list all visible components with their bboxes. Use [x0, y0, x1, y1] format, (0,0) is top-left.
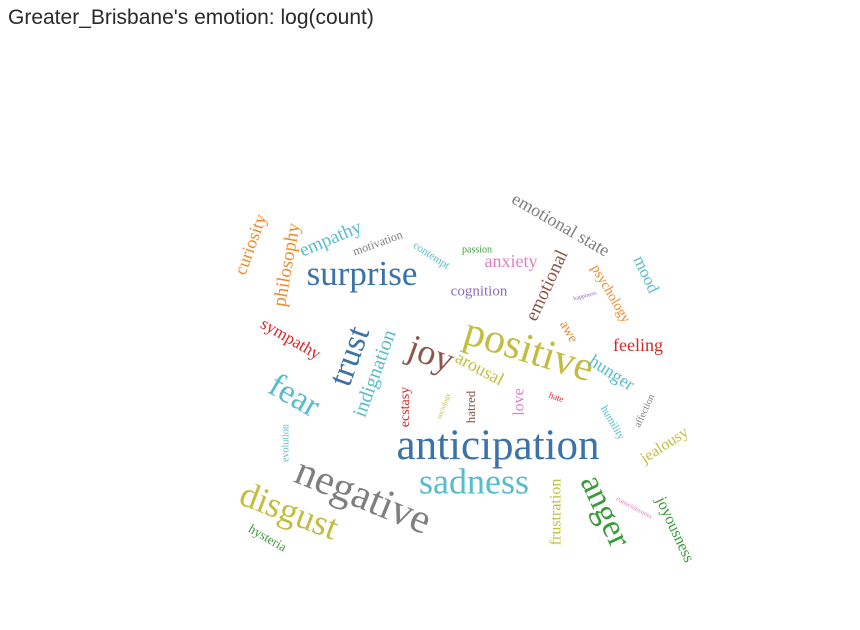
word-anxiety: anxiety	[485, 251, 538, 271]
word-surprise: surprise	[307, 254, 418, 293]
word-ecstasy: ecstasy	[398, 387, 413, 427]
word-humility: humility	[598, 404, 627, 443]
word-hate: hate	[548, 390, 566, 405]
word-sympathy: sympathy	[257, 314, 324, 364]
word-love: love	[511, 388, 528, 416]
word-affection: affection	[632, 393, 657, 430]
word-happiness: happiness	[573, 290, 598, 302]
word-frustration: frustration	[548, 479, 565, 546]
word-emotional-state: emotional state	[509, 188, 614, 260]
word-passion: passion	[462, 244, 492, 255]
word-sadness: sadness	[419, 461, 529, 501]
word-mood: mood	[630, 253, 664, 297]
word-anger: anger	[573, 469, 639, 554]
word-curiosity: curiosity	[230, 211, 270, 277]
word-sociology: sociology	[435, 391, 452, 420]
chart-title: Greater_Brisbane's emotion: log(count)	[8, 6, 374, 29]
word-joyousness: joyousness	[652, 493, 698, 565]
word-hatred: hatred	[463, 390, 478, 423]
word-joy: joy	[401, 326, 460, 380]
word-cognition: cognition	[451, 283, 508, 299]
word-evolution: evolution	[280, 424, 291, 462]
word-fear: fear	[262, 366, 327, 425]
word-feeling: feeling	[613, 335, 663, 355]
word-philosophy: philosophy	[269, 221, 304, 308]
word-jealousy: jealousy	[637, 424, 692, 468]
word-hunger: hunger	[586, 350, 639, 394]
word-anticipation: anticipation	[397, 422, 600, 469]
